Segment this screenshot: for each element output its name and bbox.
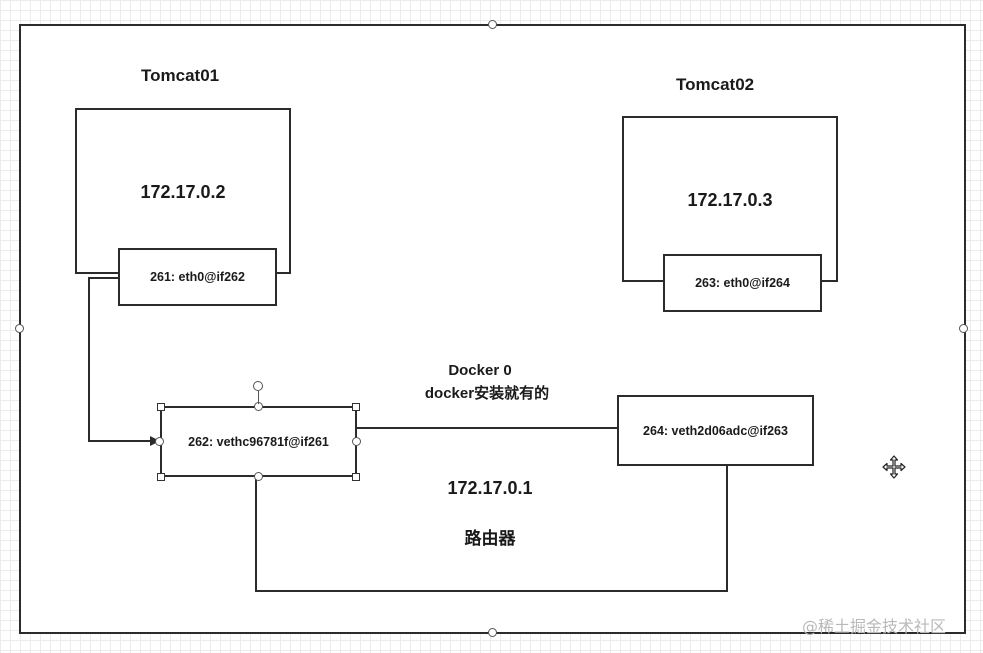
selection-handle-sw[interactable]	[157, 473, 165, 481]
tomcat02-ip: 172.17.0.3	[687, 190, 773, 210]
selection-handle-w[interactable]	[155, 437, 164, 446]
frame-handle-left[interactable]	[15, 324, 24, 333]
bridge-role: 路由器	[464, 529, 516, 548]
frame-handle-right[interactable]	[959, 324, 968, 333]
selection-handle-s[interactable]	[254, 472, 263, 481]
selection-handle-e[interactable]	[352, 437, 361, 446]
frame-handle-bottom[interactable]	[488, 628, 497, 637]
bridge-note: docker安装就有的	[424, 385, 550, 402]
rotate-stem	[258, 391, 259, 404]
bridge-name: Docker 0	[448, 362, 512, 379]
right-veth-label: 264: veth2d06adc@if263	[643, 423, 788, 438]
right-veth[interactable]: 264: veth2d06adc@if263	[617, 395, 814, 466]
watermark: @稀土掘金技术社区	[802, 617, 947, 636]
selection-handle-se[interactable]	[352, 473, 360, 481]
tomcat01-eth0-label: 261: eth0@if262	[150, 270, 245, 284]
rotate-handle[interactable]	[253, 381, 263, 391]
tomcat01-ip: 172.17.0.2	[140, 182, 226, 202]
bridge-ip: 172.17.0.1	[447, 478, 533, 498]
tomcat02-eth0-label: 263: eth0@if264	[695, 276, 790, 290]
tomcat02-title: Tomcat02	[676, 75, 755, 94]
frame-handle-top[interactable]	[488, 20, 497, 29]
left-veth[interactable]: 262: vethc96781f@if261	[160, 406, 357, 477]
selection-handle-nw[interactable]	[157, 403, 165, 411]
tomcat01-eth0[interactable]: 261: eth0@if262	[118, 248, 277, 306]
left-veth-label: 262: vethc96781f@if261	[188, 434, 329, 449]
tomcat01-title: Tomcat01	[141, 66, 220, 85]
move-cursor-icon	[882, 455, 906, 479]
tomcat02-eth0[interactable]: 263: eth0@if264	[663, 254, 822, 312]
selection-handle-ne[interactable]	[352, 403, 360, 411]
